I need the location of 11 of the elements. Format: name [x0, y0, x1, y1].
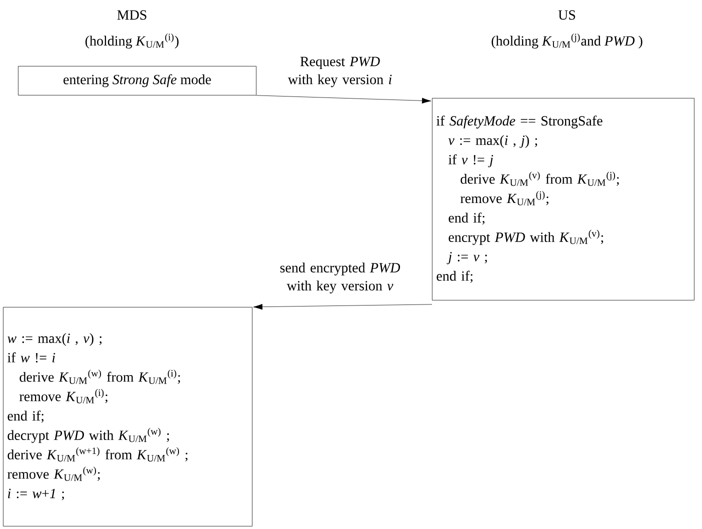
arrow	[256, 95, 432, 104]
arrow	[253, 304, 432, 310]
mode-box: entering Strong Safe mode	[18, 66, 256, 96]
column-subheading: (holding K$_{U/M}$$^{(j)}$and PWD )	[492, 33, 642, 49]
edge-label: Request PWD with key version i	[288, 56, 392, 88]
code-box: w := max(i , v) ; if w != i derive K$_{U/M}$$^{(w)}$ from K$_{U/M}$$^{(i)}$; remove K$_{U/M}$$^{(i)}$; end if; decrypt PWD with K$_{U/M}$$^{(w)}$ ; derive K$_{U/M}$$^{(w+1)}$ from K$_{U/M}$$^{(w)}$ ; remove K$_{U/M}$$^{(w)}$; i := w+1 ;	[3, 307, 252, 526]
column-subheading: (holding K$_{U/M}$$^{(i)}$)	[85, 33, 179, 49]
code-box: if SafetyMode == StrongSafe v := max(i , j) ; if v != j derive K$_{U/M}$$^{(v)}$ from K$_{U/M}$$^{(j)}$; remove K$_{U/M}$$^{(j)}$; end if; encrypt PWD with K$_{U/M}$$^{(v)}$; j := v ; end if;	[432, 98, 694, 300]
column-heading: MDS	[117, 10, 146, 20]
column-heading: US	[558, 10, 576, 20]
edge-label: send encrypted PWD with key version v	[280, 262, 400, 294]
